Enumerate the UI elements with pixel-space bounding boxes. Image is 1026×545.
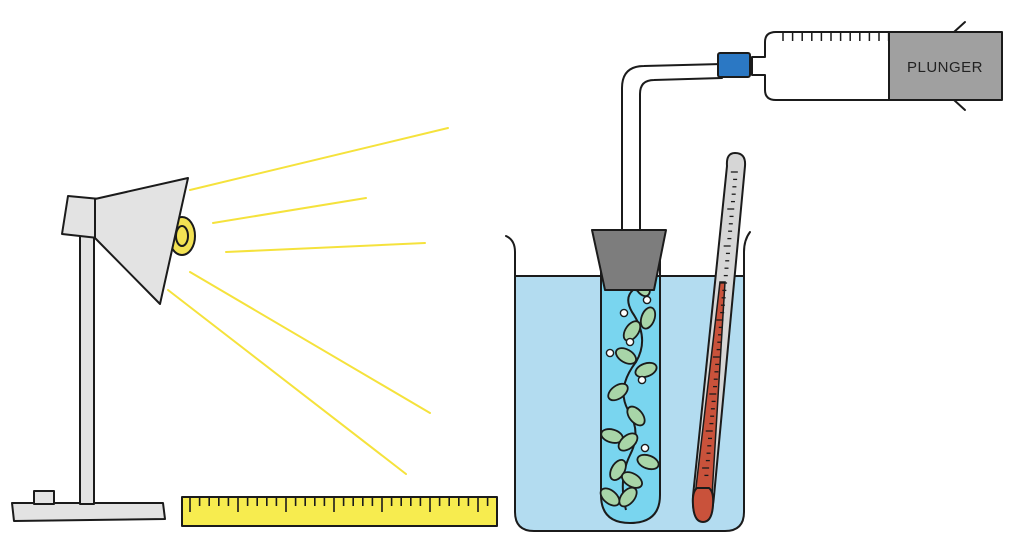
light-ray: [225, 242, 426, 253]
barrel-flange-bottom: [953, 99, 966, 111]
oxygen-bubble: [642, 295, 652, 305]
thermometer-bulb: [691, 487, 715, 524]
pondweed-leaf: [639, 306, 657, 330]
tube-wall: [600, 254, 661, 524]
plunger: [888, 31, 1003, 101]
syringe-barrel: [751, 31, 891, 101]
lamp-base-knob: [33, 490, 55, 505]
oxygen-bubble: [619, 308, 629, 318]
lamp-base: [11, 502, 166, 522]
plunger-label: PLUNGER: [907, 59, 983, 76]
pondweed-leaf: [607, 382, 629, 402]
pondweed-leaf: [634, 361, 658, 379]
pondweed-leaf: [626, 405, 646, 427]
thermometer-scale: [702, 171, 738, 477]
connector: [717, 52, 751, 78]
light-ray: [189, 271, 431, 414]
delivery-tube: [621, 63, 723, 233]
pondweed-leaf: [618, 486, 638, 508]
light-rays: [167, 127, 449, 475]
light-ray: [212, 197, 367, 224]
beaker-wall: [505, 231, 751, 532]
lamp-shade: [94, 177, 189, 305]
oxygen-bubble: [640, 443, 650, 453]
barrel-flange-top: [953, 21, 966, 33]
gas-syringe: PLUNGER: [717, 21, 1003, 111]
lamp-pole: [79, 231, 95, 505]
pondweed-leaf: [615, 347, 637, 365]
pondweed-leaf: [622, 320, 642, 342]
light-ray: [167, 289, 407, 475]
lamp: [11, 177, 196, 522]
oxygen-bubble: [605, 348, 615, 358]
oxygen-bubble: [637, 375, 647, 385]
oxygen-bubbles: [605, 282, 652, 453]
pondweed-leaf: [617, 432, 639, 452]
pondweed-leaf: [636, 453, 660, 471]
pondweed-leaf: [599, 487, 621, 507]
rubber-bung: [591, 229, 667, 291]
pondweed-leaf: [621, 471, 643, 489]
ruler: [181, 496, 498, 527]
ruler-scale: [189, 498, 489, 512]
oxygen-bubble: [625, 337, 635, 347]
thermometer: [691, 152, 747, 524]
light-ray: [189, 127, 449, 191]
